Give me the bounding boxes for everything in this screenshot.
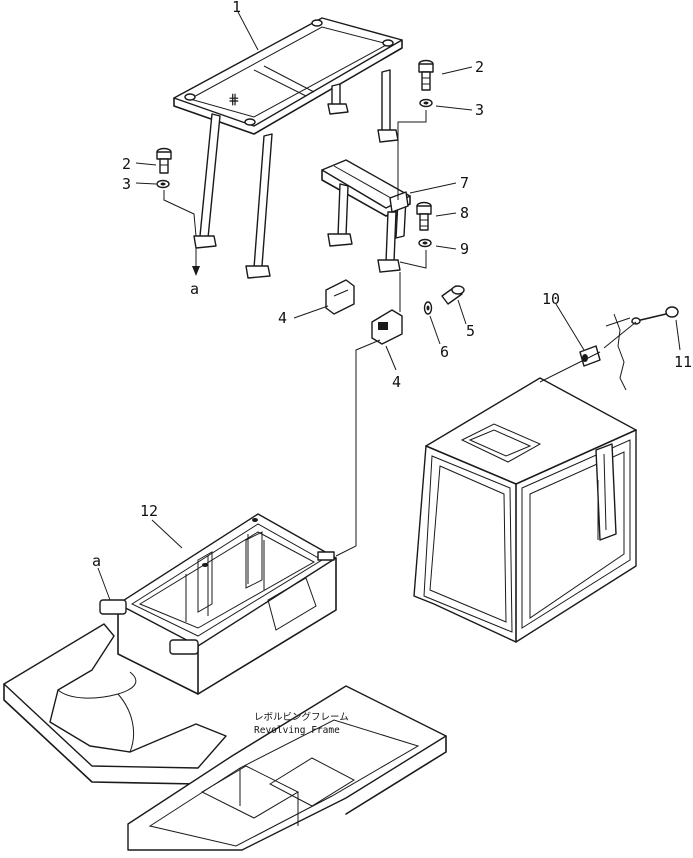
callout-6: 6	[440, 343, 449, 361]
part-7-support-bracket	[321, 159, 411, 273]
callout-3-right: 3	[475, 101, 484, 119]
bolt-2-left	[156, 147, 172, 174]
washer-6	[423, 301, 433, 315]
bolt-8	[416, 201, 432, 231]
callout-10: 10	[542, 290, 560, 308]
plate-marking: ⋕	[228, 92, 240, 108]
washer-3-right	[419, 98, 433, 108]
callout-2-right: 2	[475, 58, 484, 76]
caption-japanese: レボルビングフレーム	[254, 711, 349, 723]
callout-12: 12	[140, 502, 158, 520]
callout-9: 9	[460, 240, 469, 258]
callout-7: 7	[460, 174, 469, 192]
callout-3-left: 3	[122, 175, 131, 193]
part-1-upper-frame: ⋕	[173, 17, 403, 279]
washer-9	[418, 238, 432, 248]
harness-wire	[605, 313, 631, 391]
callout-numbers: 1 2 3 2 3 7 8 9 4 5 6 4 10 11 12	[122, 0, 692, 520]
frame-caption: レボルビングフレーム Revolving Frame	[254, 711, 349, 736]
callout-5: 5	[466, 322, 475, 340]
callout-4-left: 4	[278, 309, 287, 327]
callout-1: 1	[232, 0, 241, 16]
callout-2-left: 2	[122, 155, 131, 173]
washer-3-left	[156, 179, 170, 189]
part-12-base-frame	[99, 513, 337, 695]
ref-a-upper: a	[190, 280, 199, 298]
callout-4-right: 4	[392, 373, 401, 391]
part-4-bracket-left	[325, 279, 355, 315]
bolt-2-right	[418, 59, 434, 91]
part-11-bolt	[631, 306, 679, 325]
caption-english: Revolving Frame	[254, 725, 340, 736]
ref-a-lower: a	[92, 552, 101, 570]
operator-cab	[413, 377, 637, 643]
revolving-frame	[3, 623, 447, 851]
reference-letters: a a	[92, 280, 199, 570]
bolt-5	[441, 285, 465, 305]
callout-11: 11	[674, 353, 692, 371]
part-4-bracket-right	[371, 309, 403, 345]
leader-lines	[97, 11, 681, 601]
callout-8: 8	[460, 204, 469, 222]
